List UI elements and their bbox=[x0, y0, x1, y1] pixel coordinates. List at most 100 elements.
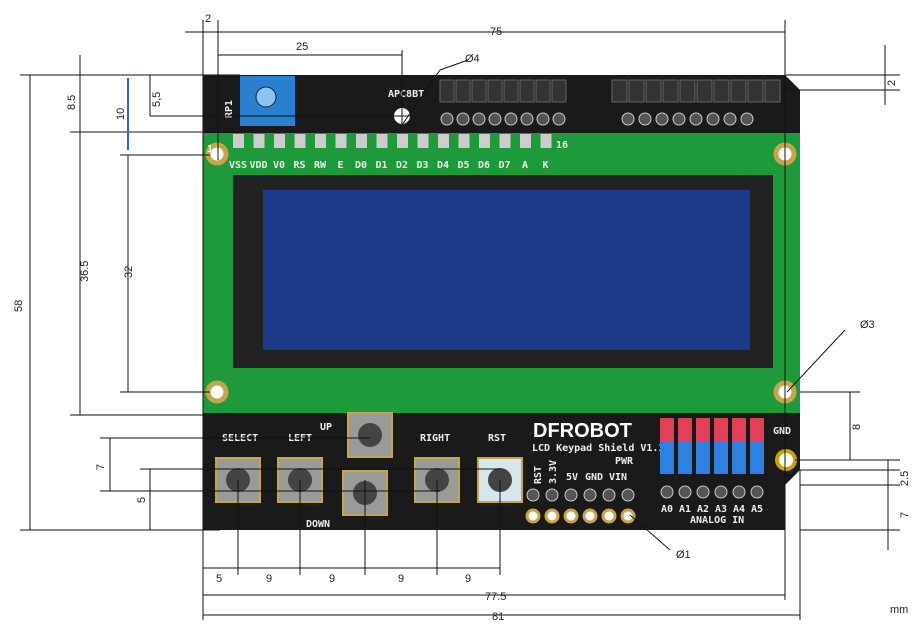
dim-25: 25 bbox=[296, 41, 308, 53]
analog-pad bbox=[732, 485, 746, 499]
pin-last-label: 16 bbox=[556, 140, 568, 151]
power-hole bbox=[563, 508, 579, 524]
lcd-pin-label: D1 bbox=[375, 160, 387, 171]
lcd-pin-label: VDD bbox=[249, 160, 267, 171]
dim-8: 8 bbox=[851, 424, 863, 430]
dim-58: 58 bbox=[13, 300, 25, 312]
analog-pin-label: A0 bbox=[661, 504, 673, 515]
lcd-pin bbox=[397, 134, 408, 148]
button-cap bbox=[358, 423, 382, 447]
analog-in-label: ANALOG IN bbox=[690, 515, 744, 526]
jumper-blue bbox=[732, 442, 746, 474]
header-pin bbox=[713, 79, 730, 103]
header-pin bbox=[535, 79, 551, 103]
button-label: UP bbox=[320, 422, 332, 433]
pot-label: RP1 bbox=[224, 100, 235, 118]
gnd-hole bbox=[775, 449, 797, 471]
dim-75: 75 bbox=[490, 26, 502, 38]
lcd-pin bbox=[479, 134, 490, 148]
lcd-pin-label: D2 bbox=[396, 160, 408, 171]
jumper-red bbox=[660, 418, 674, 442]
header-pin bbox=[551, 79, 567, 103]
power-hole bbox=[544, 508, 560, 524]
dim-32: 32 bbox=[123, 266, 135, 278]
header-pad bbox=[456, 112, 470, 126]
dimension-lines bbox=[20, 20, 900, 620]
lcd-pin-label: D7 bbox=[498, 160, 510, 171]
power-pad bbox=[526, 488, 540, 502]
pwr-label: PWR bbox=[615, 456, 634, 467]
power-pin-label: GND bbox=[585, 472, 603, 483]
power-hole bbox=[601, 508, 617, 524]
analog-pin-label: A3 bbox=[715, 504, 727, 515]
power-hole bbox=[620, 508, 636, 524]
power-pad bbox=[545, 488, 559, 502]
model-label: LCD Keypad Shield V1.1 bbox=[532, 442, 664, 454]
lcd-pin-label: E bbox=[337, 160, 343, 171]
dim-hole-top: Ø4 bbox=[465, 53, 480, 65]
header-pad bbox=[655, 112, 669, 126]
lcd-pin bbox=[540, 134, 552, 148]
lcd-pin bbox=[335, 134, 347, 148]
dim-8-5: 8.5 bbox=[66, 95, 78, 110]
apc-label: APC8BT bbox=[388, 89, 424, 100]
header-pin bbox=[503, 79, 519, 103]
jumper-blue bbox=[750, 442, 764, 474]
header-pad bbox=[689, 112, 703, 126]
gnd-label: GND bbox=[773, 426, 791, 437]
pot-knob[interactable] bbox=[255, 86, 277, 108]
header-pad bbox=[621, 112, 635, 126]
dim-right-7: 7 bbox=[899, 512, 911, 518]
analog-pad bbox=[714, 485, 728, 499]
jumper-red bbox=[678, 418, 692, 442]
jumper-red bbox=[732, 418, 746, 442]
power-hole bbox=[525, 508, 541, 524]
header-pad bbox=[536, 112, 550, 126]
jumper-red bbox=[750, 418, 764, 442]
dim-btn-9a: 9 bbox=[266, 573, 272, 585]
analog-pad bbox=[696, 485, 710, 499]
lcd-pin bbox=[274, 134, 285, 148]
lcd-pin-label: D4 bbox=[437, 160, 449, 171]
header-pad bbox=[552, 112, 566, 126]
lcd-pin bbox=[376, 134, 388, 148]
power-pad bbox=[564, 488, 578, 502]
dim-5-5: 5,5 bbox=[151, 92, 163, 107]
dim-81: 81 bbox=[492, 611, 504, 623]
header-pad bbox=[638, 112, 652, 126]
dim-10: 10 bbox=[115, 108, 127, 120]
dim-5: 5 bbox=[136, 497, 148, 503]
lcd-pin-label: K bbox=[542, 160, 548, 171]
lcd-pin-label: D0 bbox=[355, 160, 367, 171]
lcd-pin-label: RW bbox=[314, 160, 327, 171]
dim-btn-9c: 9 bbox=[398, 573, 404, 585]
lcd-pin-label: VSS bbox=[229, 160, 247, 171]
header-pin bbox=[455, 79, 471, 103]
header-pin bbox=[662, 79, 679, 103]
jumper-red bbox=[714, 418, 728, 442]
header-pin bbox=[645, 79, 662, 103]
jumper-blue bbox=[714, 442, 728, 474]
dim-2-5: 2.5 bbox=[899, 471, 911, 486]
lcd-pin-label: D3 bbox=[416, 160, 428, 171]
lcd-pin bbox=[520, 134, 531, 148]
dim-hole-right: Ø3 bbox=[860, 319, 875, 331]
analog-pad bbox=[660, 485, 674, 499]
jumper-blue bbox=[696, 442, 710, 474]
analog-pin-label: A1 bbox=[679, 504, 691, 515]
power-pin-label: 5V bbox=[566, 472, 578, 483]
header-pin bbox=[730, 79, 747, 103]
header-pad bbox=[706, 112, 720, 126]
dim-77-5: 77.5 bbox=[485, 591, 506, 603]
jumper-red bbox=[696, 418, 710, 442]
lcd-pin bbox=[499, 134, 511, 148]
header-pin bbox=[439, 79, 455, 103]
lcd-pin-label: D6 bbox=[478, 160, 490, 171]
lcd-pin bbox=[315, 134, 326, 148]
power-pin-label: RST bbox=[533, 466, 544, 484]
lcd-pin bbox=[438, 134, 449, 148]
